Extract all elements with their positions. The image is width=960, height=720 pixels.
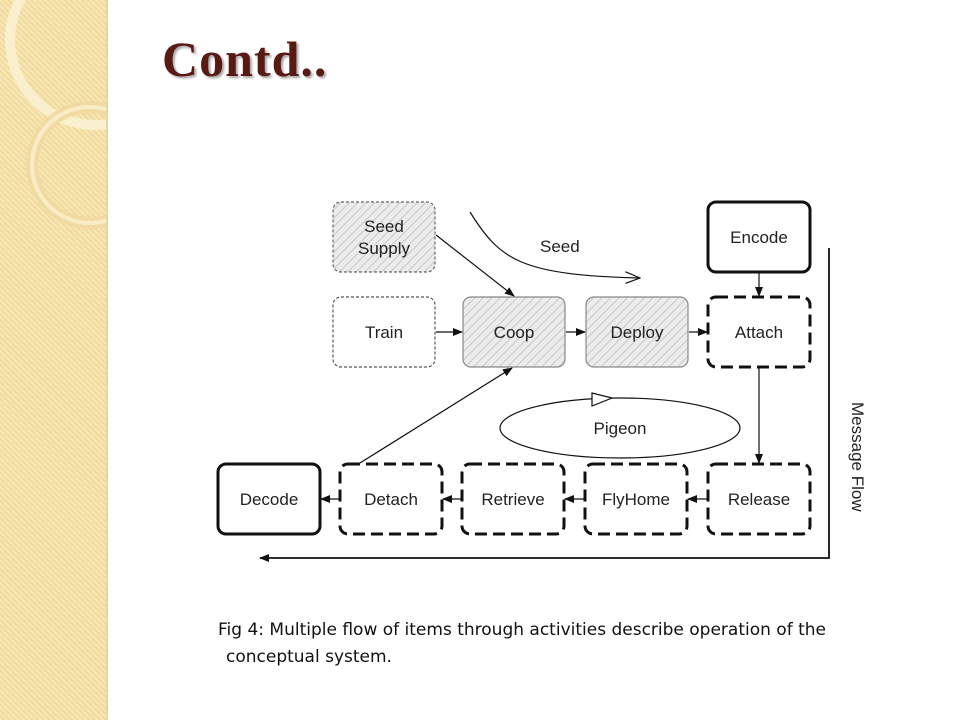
seed-supply-label-1: Seed <box>364 217 404 236</box>
message-flow-arrow <box>259 248 830 562</box>
arrow-seedsupply-coop <box>435 234 515 297</box>
flow-diagram: Seed Supply Seed Encode Train Coop Deplo… <box>216 200 867 562</box>
seed-flow-arrow <box>469 211 640 278</box>
deploy-node: Deploy <box>585 296 689 368</box>
decorative-sidebar <box>0 0 108 720</box>
caption-line-2: conceptual system. <box>226 647 392 667</box>
arrow-detach-coop <box>359 367 513 464</box>
coop-label: Coop <box>494 323 535 342</box>
detach-node: Detach <box>338 462 444 536</box>
seed-flow-label: Seed <box>540 237 580 256</box>
decode-label: Decode <box>240 490 299 509</box>
seed-supply-label-2: Supply <box>358 239 410 258</box>
train-node: Train <box>332 296 436 368</box>
flyhome-label: FlyHome <box>602 490 670 509</box>
message-flow-label: Message Flow <box>848 402 867 512</box>
flyhome-node: FlyHome <box>583 462 689 536</box>
pigeon-label: Pigeon <box>594 419 647 438</box>
figure-caption: Fig 4: Multiple flow of items through ac… <box>218 617 938 671</box>
slide-title: Contd.. <box>162 31 328 87</box>
caption-line-1: Fig 4: Multiple flow of items through ac… <box>218 620 826 640</box>
seed-supply-node: Seed Supply <box>332 201 436 273</box>
decode-node: Decode <box>216 462 322 536</box>
attach-node: Attach <box>706 295 812 369</box>
retrieve-node: Retrieve <box>460 462 566 536</box>
train-label: Train <box>365 323 403 342</box>
release-label: Release <box>728 490 790 509</box>
retrieve-label: Retrieve <box>481 490 544 509</box>
detach-label: Detach <box>364 490 418 509</box>
encode-label: Encode <box>730 228 788 247</box>
attach-label: Attach <box>735 323 783 342</box>
decorative-rings <box>5 0 106 229</box>
encode-node: Encode <box>706 200 812 274</box>
pigeon-cycle-arrowhead <box>591 392 614 407</box>
deploy-label: Deploy <box>611 323 664 342</box>
coop-node: Coop <box>462 296 566 368</box>
pigeon-cycle: Pigeon <box>499 392 741 459</box>
release-node: Release <box>706 462 812 536</box>
